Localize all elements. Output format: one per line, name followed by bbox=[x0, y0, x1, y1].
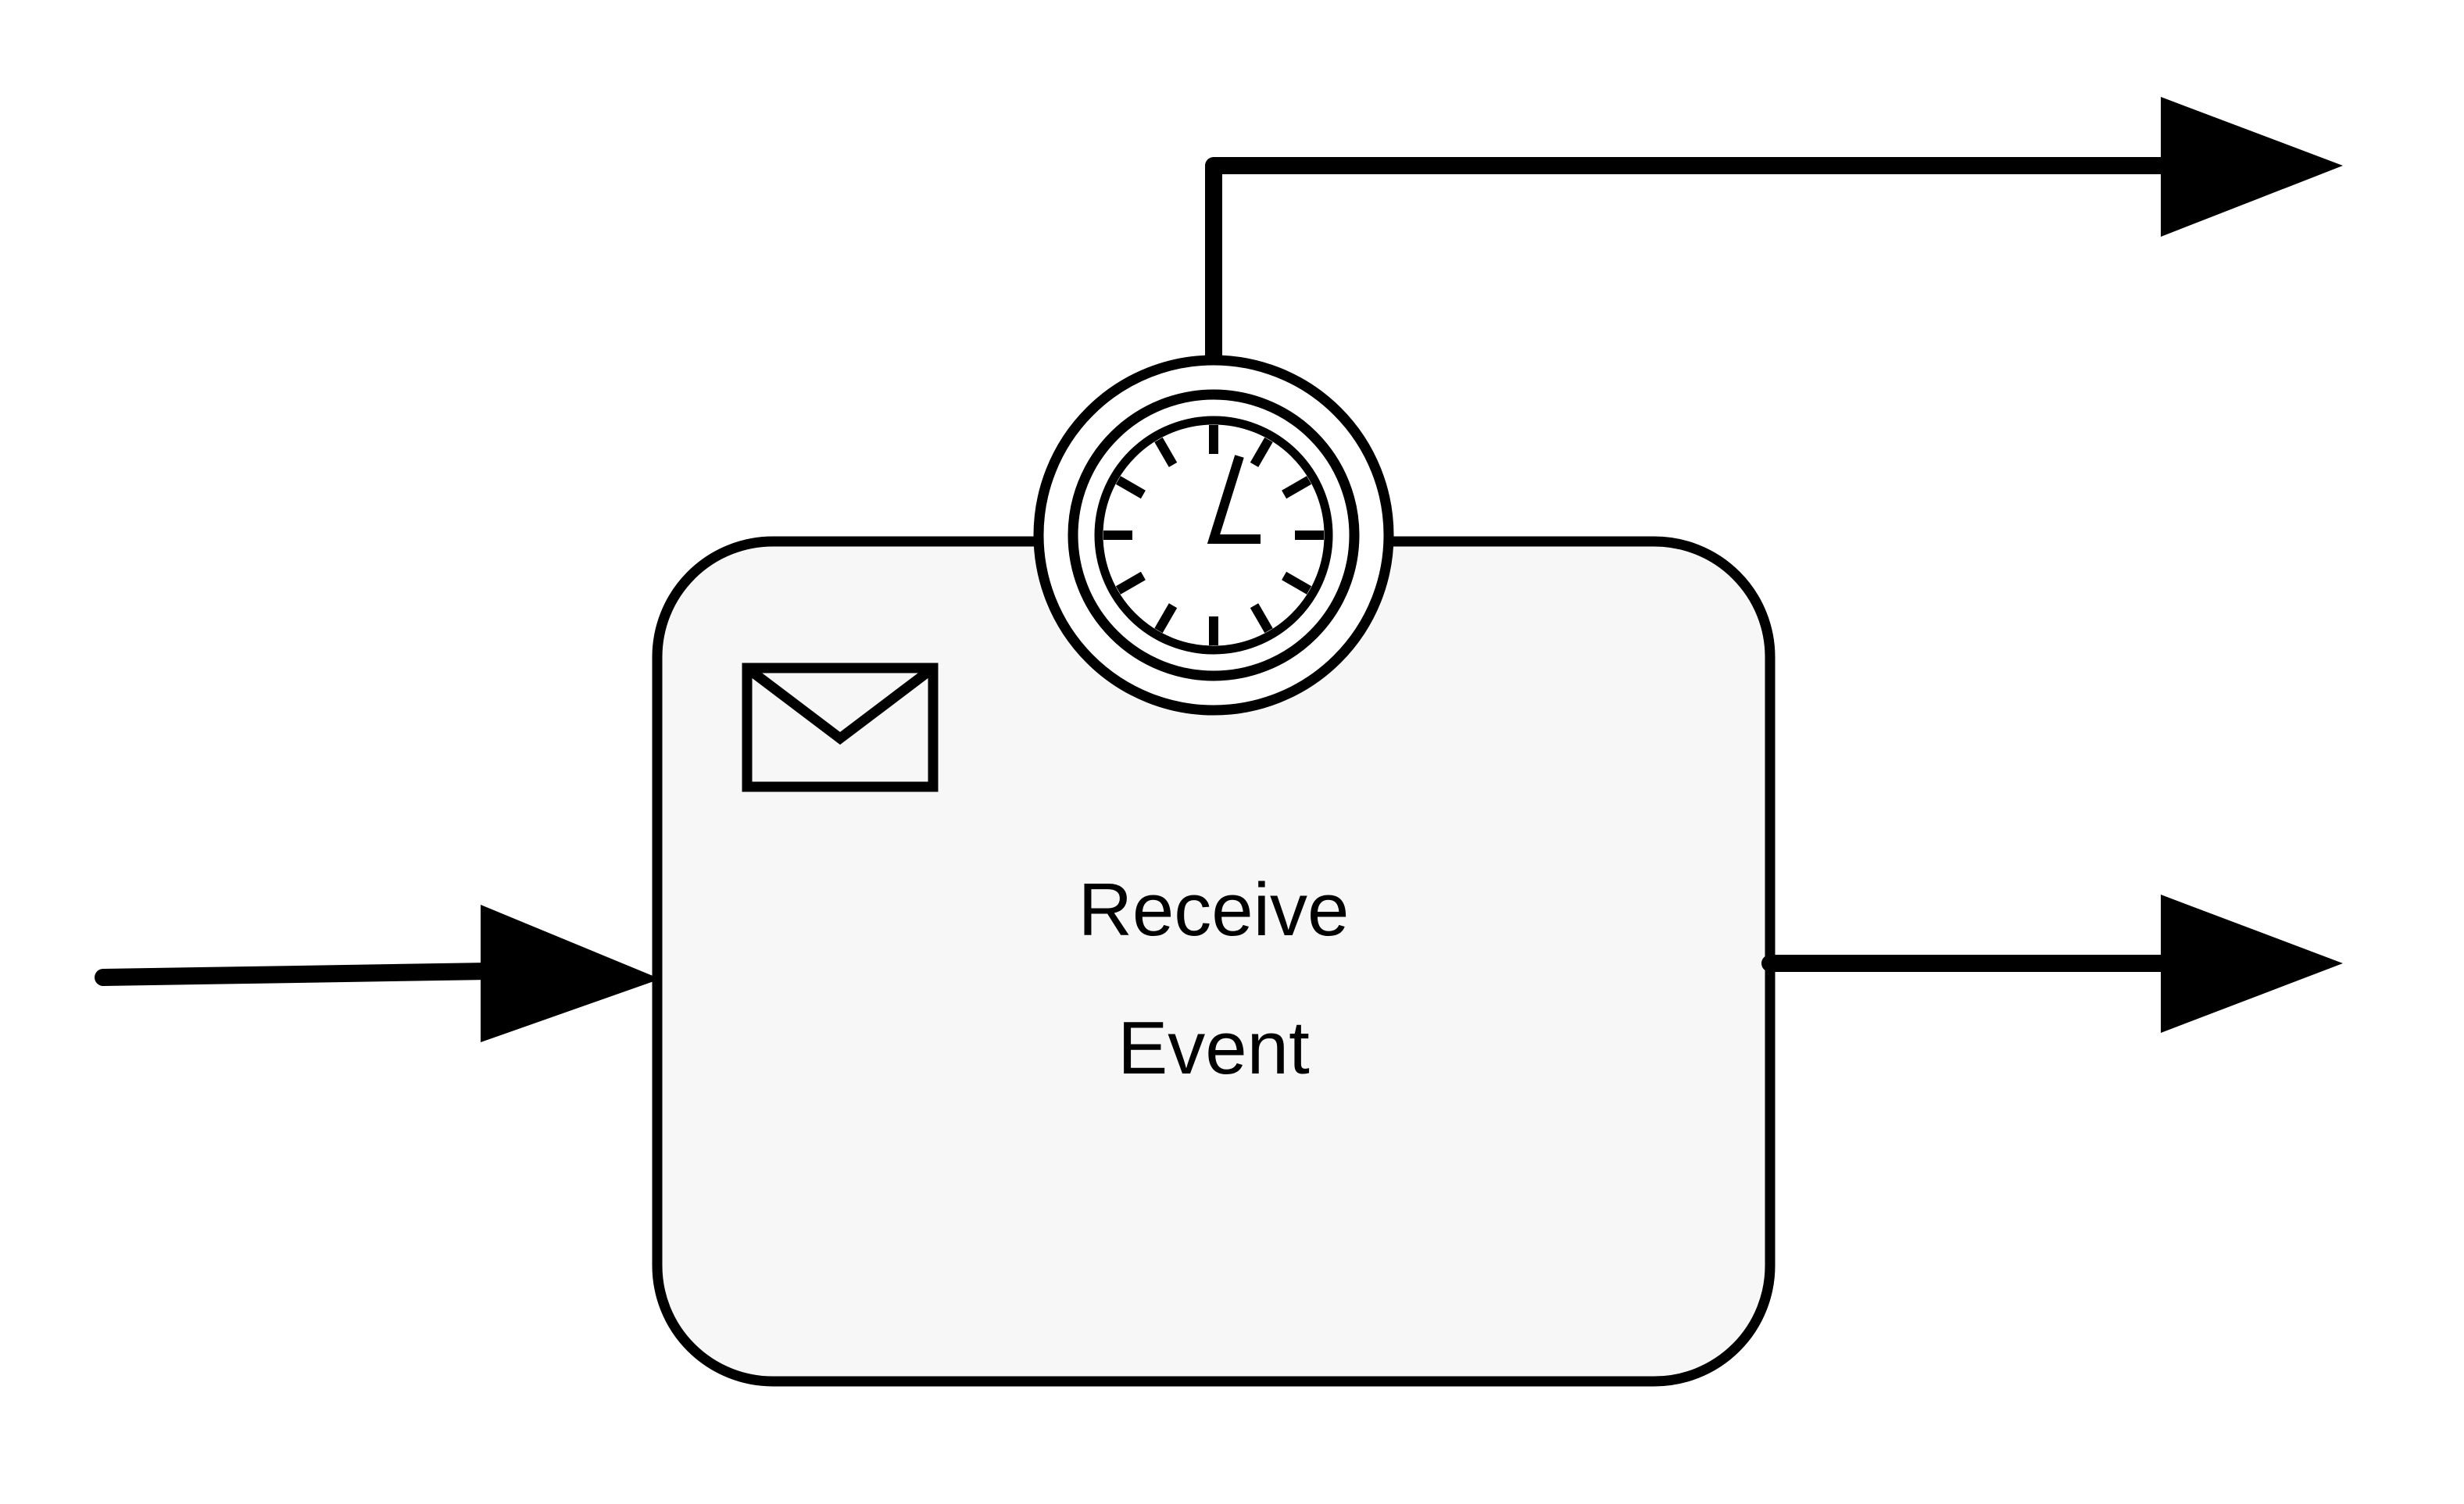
timer-outgoing-sequence-flow[interactable] bbox=[1205, 97, 2343, 373]
incoming-flow-arrowhead bbox=[481, 905, 660, 1042]
clock-tick bbox=[1154, 437, 1178, 467]
incoming-flow-line bbox=[95, 963, 497, 986]
envelope-icon bbox=[742, 663, 939, 792]
timer-outgoing-flow-arrowhead bbox=[2161, 97, 2343, 237]
incoming-sequence-flow[interactable] bbox=[95, 905, 660, 1042]
clock-tick bbox=[1282, 476, 1312, 499]
normal-outgoing-flow-arrowhead bbox=[2161, 895, 2343, 1033]
clock-hands bbox=[1207, 455, 1261, 544]
task-label-line-1: Receive bbox=[1078, 868, 1350, 952]
clock-tick bbox=[1115, 571, 1146, 595]
timer-clock-icon bbox=[1094, 416, 1333, 655]
clock-tick bbox=[1250, 437, 1273, 467]
clock-tick bbox=[1282, 571, 1312, 595]
task-label-line-2: Event bbox=[1118, 1006, 1309, 1090]
clock-tick bbox=[1154, 603, 1178, 634]
clock-tick bbox=[1250, 603, 1273, 634]
timer-boundary-event[interactable] bbox=[1033, 355, 1394, 716]
timer-outgoing-flow-line bbox=[1205, 157, 2173, 373]
normal-outgoing-sequence-flow[interactable] bbox=[1761, 895, 2343, 1033]
clock-tick bbox=[1115, 476, 1146, 499]
